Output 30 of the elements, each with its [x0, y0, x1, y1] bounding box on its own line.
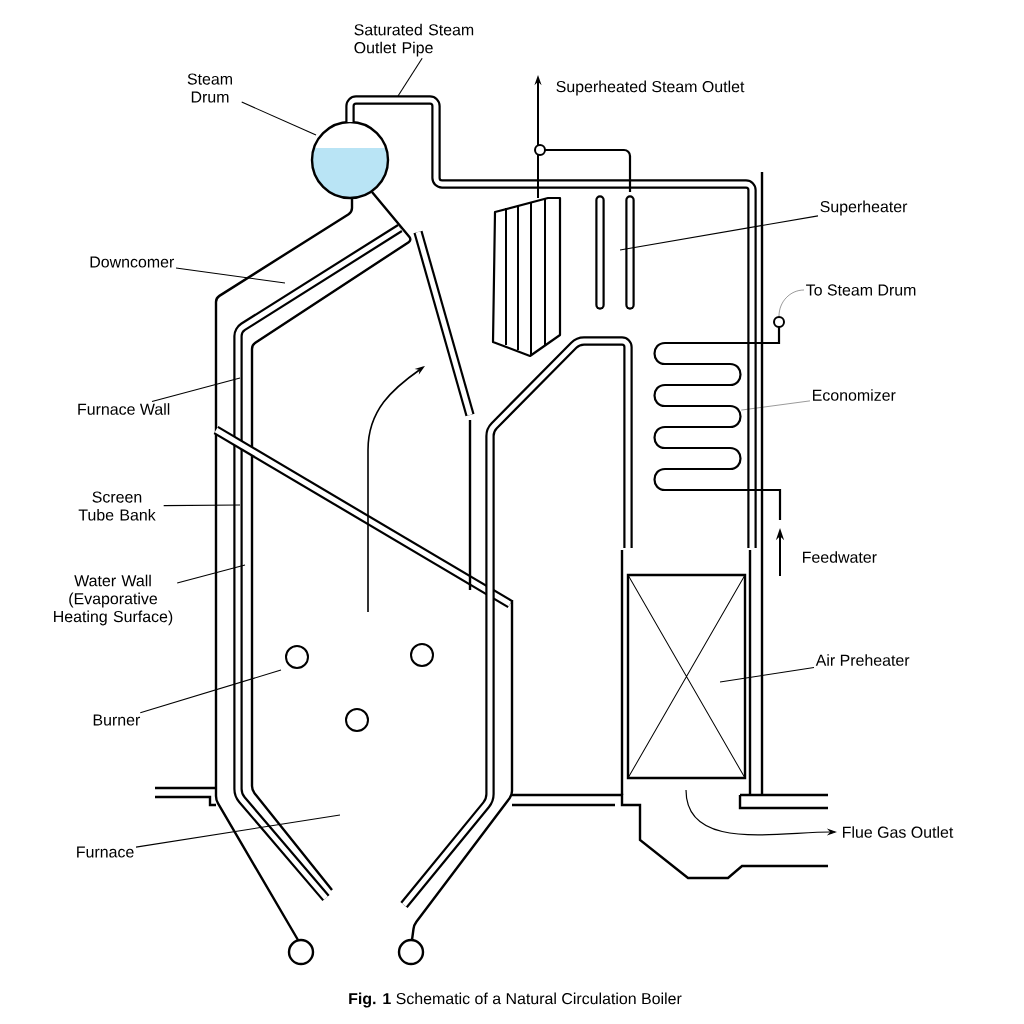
leader-line: [151, 377, 241, 402]
leader-line: [163, 504, 241, 507]
part-label: Water Wall (Evaporative Heating Surface): [54, 574, 173, 626]
part-label: Steam Drum: [187, 73, 232, 103]
part-label: Furnace Wall: [78, 403, 170, 415]
part-label: Downcomer: [90, 256, 174, 268]
leader-line: [741, 400, 811, 411]
part-label: Screen Tube Bank: [78, 491, 156, 521]
leader-line: [619, 215, 819, 251]
leader-line: [397, 57, 423, 97]
part-label: Economizer: [813, 389, 896, 401]
part-label: Saturated Steam Outlet Pipe: [354, 23, 474, 57]
part-label: Air Preheater: [815, 654, 910, 666]
leader-line: [241, 101, 317, 136]
leader-line: [135, 814, 341, 848]
part-label: Flue Gas Outlet: [843, 826, 954, 838]
part-label: Feedwater: [803, 551, 877, 563]
leader-line: [778, 289, 805, 317]
leader-line: [719, 666, 815, 683]
part-label: Superheater: [820, 200, 908, 216]
leader-line: [176, 564, 246, 584]
connection-point: [773, 316, 785, 328]
part-label: To Steam Drum: [806, 284, 916, 296]
leader-line: [139, 669, 282, 714]
figure-caption: Fig. 1 Schematic of a Natural Circulation Boiler: [349, 992, 682, 1008]
part-label: Superheated Steam Outlet: [556, 80, 745, 96]
part-label: Burner: [93, 714, 141, 726]
part-label: Furnace: [77, 846, 134, 858]
economizer-coil: [653, 327, 782, 520]
leader-line: [175, 267, 286, 284]
